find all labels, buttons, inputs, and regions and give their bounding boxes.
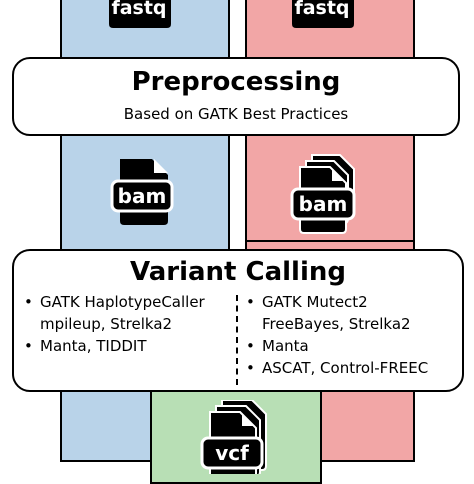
list-item-line: ASCAT, Control-FREEC (262, 359, 429, 377)
bullet: • (246, 359, 255, 377)
bam-file-icon-normal: bam (110, 159, 174, 225)
bullet: • (246, 337, 255, 355)
bam-label-normal: bam (118, 184, 167, 208)
list-item-line: GATK HaplotypeCaller (40, 293, 205, 311)
somatic-callers-list: • GATK Mutect2 FreeBayes, Strelka2 • Man… (246, 291, 458, 379)
fastq-file-icon-normal: fastq (109, 0, 171, 28)
column-divider (236, 295, 238, 385)
list-item: • GATK HaplotypeCaller mpileup, Strelka2 (24, 291, 234, 335)
fastq-label-tumor: fastq (294, 0, 349, 19)
bam-label-tumor: bam (299, 192, 348, 216)
fastq-file-icon-tumor: fastq (292, 0, 354, 28)
list-item-line: GATK Mutect2 (262, 293, 368, 311)
list-item: • GATK Mutect2 FreeBayes, Strelka2 (246, 291, 458, 335)
variant-calling-box: Variant Calling • GATK HaplotypeCaller m… (12, 249, 464, 392)
list-item-line: mpileup, Strelka2 (40, 315, 173, 333)
vcf-label: vcf (215, 441, 249, 465)
variant-calling-title: Variant Calling (130, 257, 346, 287)
germline-callers-list: • GATK HaplotypeCaller mpileup, Strelka2… (24, 291, 234, 357)
fastq-label-normal: fastq (111, 0, 166, 19)
bullet: • (24, 337, 33, 355)
list-item: • Manta, TIDDIT (24, 335, 234, 357)
list-item: • Manta (246, 335, 458, 357)
preprocessing-subtitle: Based on GATK Best Practices (123, 105, 349, 123)
bam-file-icon-tumor: bam (290, 154, 356, 234)
list-item-line: Manta (262, 337, 309, 355)
list-item-line: Manta, TIDDIT (40, 337, 147, 355)
vcf-file-icon: vcf (200, 400, 267, 474)
bullet: • (24, 293, 33, 311)
preprocessing-box: Preprocessing Based on GATK Best Practic… (12, 57, 460, 136)
list-item: • ASCAT, Control-FREEC (246, 357, 458, 379)
bullet: • (246, 293, 255, 311)
list-item-line: FreeBayes, Strelka2 (262, 315, 411, 333)
preprocessing-title: Preprocessing (131, 67, 341, 97)
